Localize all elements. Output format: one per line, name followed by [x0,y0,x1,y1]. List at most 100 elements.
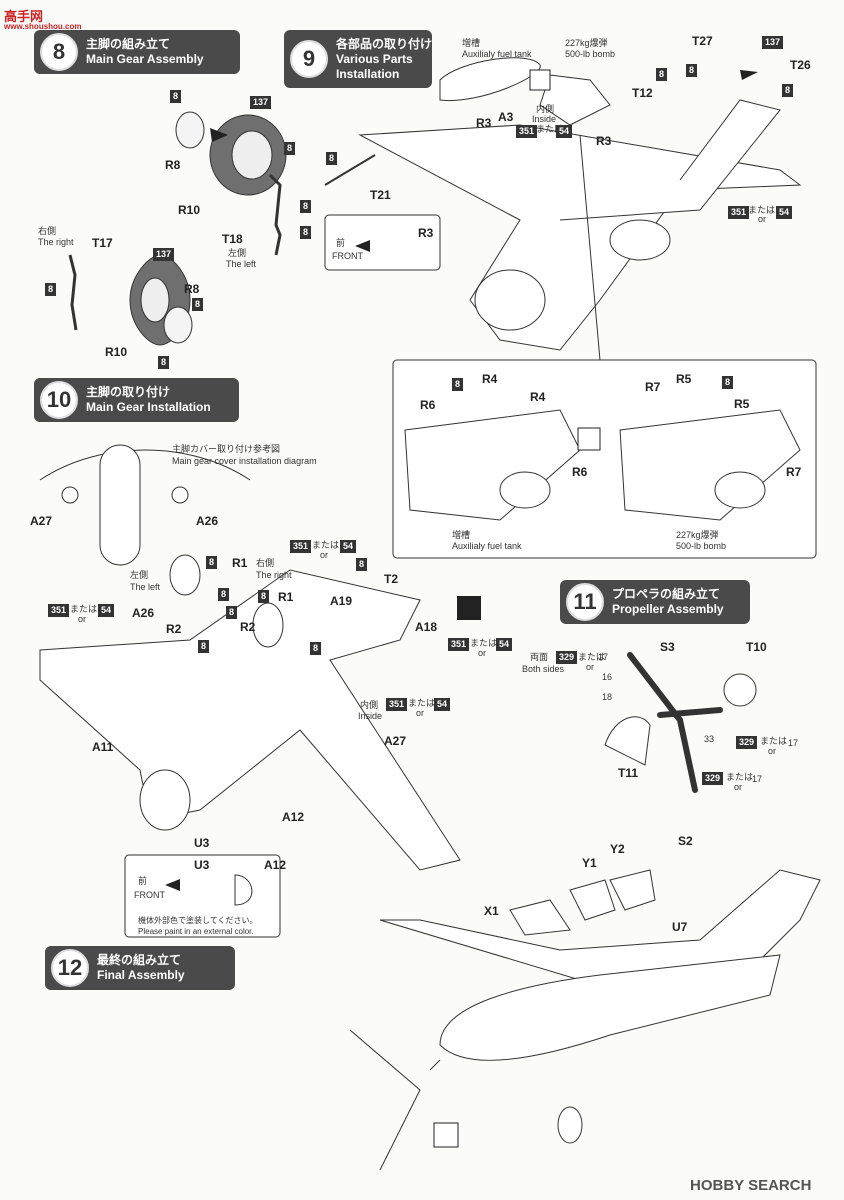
color-chip: 137 [153,248,175,261]
paint-jp: 機体外部色で塗装してください。 [138,916,258,925]
inside-jp: 内側 [360,700,379,710]
part-label: Y1 [582,856,597,870]
part-label: R3 [596,134,612,148]
bomb-jp: 227kg爆弾 [676,530,719,540]
part-label: U7 [672,920,688,934]
part-label: R6 [420,398,436,412]
bomb-en: 500-lb bomb [565,49,616,59]
part-label: X1 [484,904,499,918]
step-title-en-1: Various Parts [336,51,413,66]
or-jp: または [470,638,498,648]
step-title-en: Main Gear Installation [86,400,211,414]
color-chip: 8 [170,90,182,103]
cover-en: Main gear cover installation diagram [172,456,317,466]
step-title-en-2: Installation [336,66,400,81]
part-label: R2 [166,622,182,636]
step-number: 12 [51,949,89,987]
color-chip: 351 [728,206,750,219]
part-label: A26 [132,606,155,620]
inside-jp: 内側 [536,104,555,114]
color-chip: 137 [250,96,272,109]
part-label: R5 [734,397,750,411]
or-jp: または [70,604,98,614]
step-title-en: Propeller Assembly [612,602,724,616]
right-en: The right [38,237,74,247]
step-title-jp: 最終の組み立て [97,953,182,967]
color-chip: 8 [656,68,668,81]
color-chip: 8 [300,226,312,239]
part-label: R4 [482,372,498,386]
tank-jp: 増槽 [452,530,471,540]
part-label: R1 [232,556,248,570]
left-en: The left [130,582,161,592]
color-chip: 54 [556,125,573,138]
right-jp: 右側 [256,558,275,568]
watermark-bottom: HOBBY SEARCH [690,1177,812,1194]
front-en: FRONT [134,890,165,900]
part-label: T10 [746,640,767,654]
part-label: A18 [415,620,438,634]
part-label: S2 [678,834,693,848]
part-label: R1 [278,590,294,604]
part-label: R4 [530,390,546,404]
or-en: or [768,746,777,756]
step-number: 9 [290,40,328,78]
color-chip: 351 [48,604,70,617]
color-chip: 351 [516,125,538,138]
part-label: T11 [618,766,639,780]
part-label: R7 [786,465,802,479]
part-label: A19 [330,594,353,608]
both-en: Both sides [522,664,565,674]
color-chip: 8 [356,558,368,571]
part-label: R10 [105,345,128,359]
both-jp: 両面 [530,652,549,662]
part-label: R3 [476,116,492,130]
color-chip: 329 [702,772,724,785]
part-label: R8 [184,282,200,296]
front-jp: 前 [138,876,148,886]
color-chip: 8 [218,588,230,601]
color-code: 18 [602,692,613,702]
color-chip: 8 [192,298,204,311]
part-label: A12 [282,810,305,824]
or-jp: または [578,652,606,662]
color-chip: 8 [226,606,238,619]
part-label: R3 [418,226,434,240]
part-label: T12 [632,86,653,100]
color-chip: 137 [762,36,784,49]
color-chip: 54 [340,540,357,553]
part-label: T17 [92,236,113,250]
part-label: R8 [165,158,181,172]
part-label: A26 [196,514,219,528]
watermark-url: www.shoushou.com [4,22,82,31]
color-chip: 8 [782,84,794,97]
part-label: A27 [30,514,53,528]
bomb-en: 500-lb bomb [676,541,727,551]
step-number: 10 [40,381,78,419]
or-en: or [320,550,329,560]
tank-en: Auxilialy fuel tank [452,541,522,551]
or-jp: または [760,736,788,746]
or-jp: または [726,772,754,782]
part-label: T2 [384,572,399,586]
or-en: or [758,214,767,224]
part-label: T21 [370,188,391,202]
color-code: 16 [602,672,613,682]
step-number: 11 [566,583,604,621]
part-label: T27 [692,34,713,48]
color-chip: 8 [722,376,734,389]
part-label: A11 [92,740,114,754]
part-label: A12 [264,858,287,872]
color-chip: 8 [310,642,322,655]
bomb-jp: 227kg爆弾 [565,38,608,48]
part-label: R10 [178,203,201,217]
inside-en: Inside [532,114,557,124]
or-en: or [586,662,595,672]
cover-jp: 主脚カバー取り付け参考図 [172,444,281,454]
color-chip: 8 [686,64,698,77]
or-en: or [478,648,487,658]
front-jp: 前 [336,238,346,248]
color-code: 17 [598,652,609,662]
